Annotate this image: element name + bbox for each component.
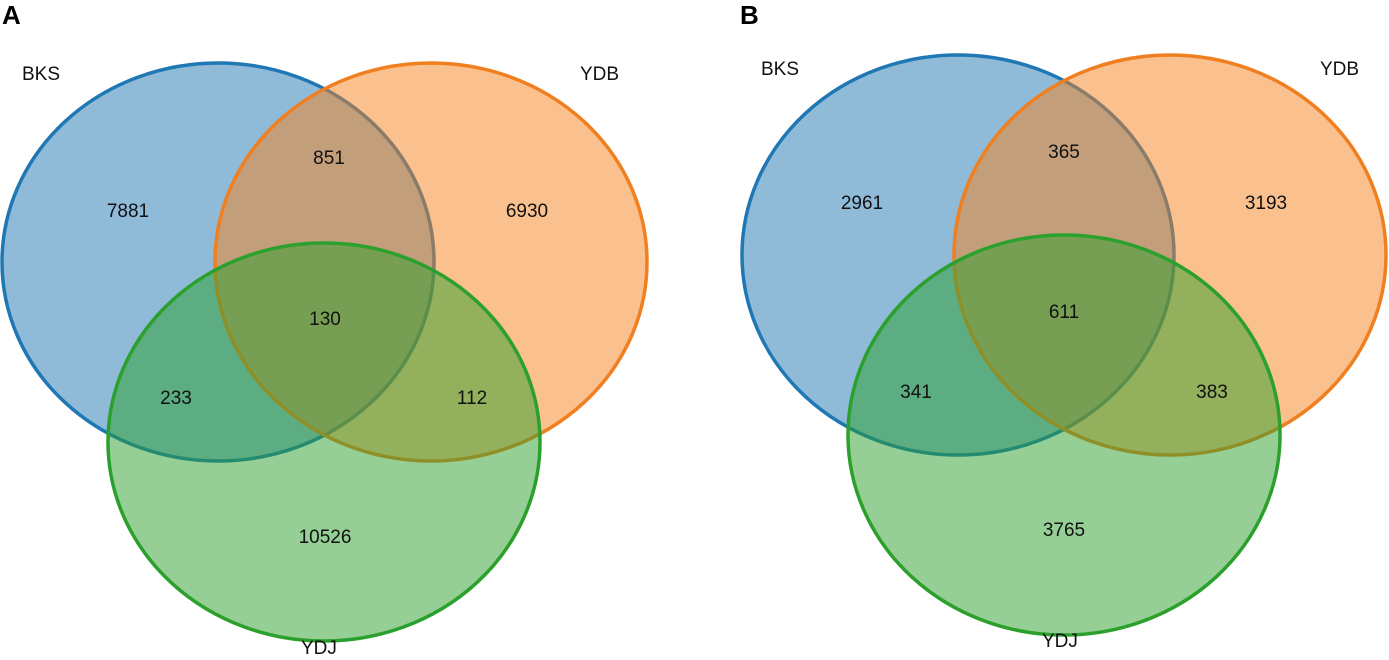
panel-b-all-count: 611 <box>1049 302 1079 323</box>
panel-a-all-count: 130 <box>309 309 341 330</box>
panel-a-ydj-circle <box>106 241 542 643</box>
panel-a: A BKS YDB YDJ 7881 6930 10526 851 233 11… <box>0 0 649 659</box>
panel-a-ydb-only-count: 6930 <box>506 201 548 222</box>
panel-b-ydb-label: YDB <box>1320 59 1359 80</box>
panel-b-letter: B <box>740 0 759 30</box>
panel-b-ydj-label: YDJ <box>1042 631 1078 652</box>
panel-b-ydj-only-count: 3765 <box>1043 520 1085 541</box>
panel-b: B BKS YDB YDJ 2961 3193 3765 365 341 383… <box>740 0 1388 652</box>
panel-a-bks-ydj-count: 233 <box>160 388 192 409</box>
panel-b-bks-only-count: 2961 <box>841 193 883 214</box>
panel-b-ydb-ydj-count: 383 <box>1196 382 1228 403</box>
panel-a-ydb-label: YDB <box>580 64 619 85</box>
panel-b-bks-ydj-count: 341 <box>900 382 932 403</box>
panel-a-bks-label: BKS <box>22 64 60 85</box>
panel-b-bks-ydb-count: 365 <box>1048 142 1080 163</box>
panel-b-ydb-only-count: 3193 <box>1245 193 1287 214</box>
panel-a-ydj-label: YDJ <box>301 638 337 659</box>
panel-a-bks-ydb-count: 851 <box>313 148 345 169</box>
panel-b-ydj-circle <box>846 233 1282 637</box>
panel-a-ydb-ydj-count: 112 <box>457 388 487 409</box>
panel-a-ydj-only-count: 10526 <box>299 527 352 548</box>
panel-a-bks-only-count: 7881 <box>107 201 149 222</box>
panel-a-letter: A <box>2 0 21 30</box>
panel-b-bks-label: BKS <box>761 59 799 80</box>
